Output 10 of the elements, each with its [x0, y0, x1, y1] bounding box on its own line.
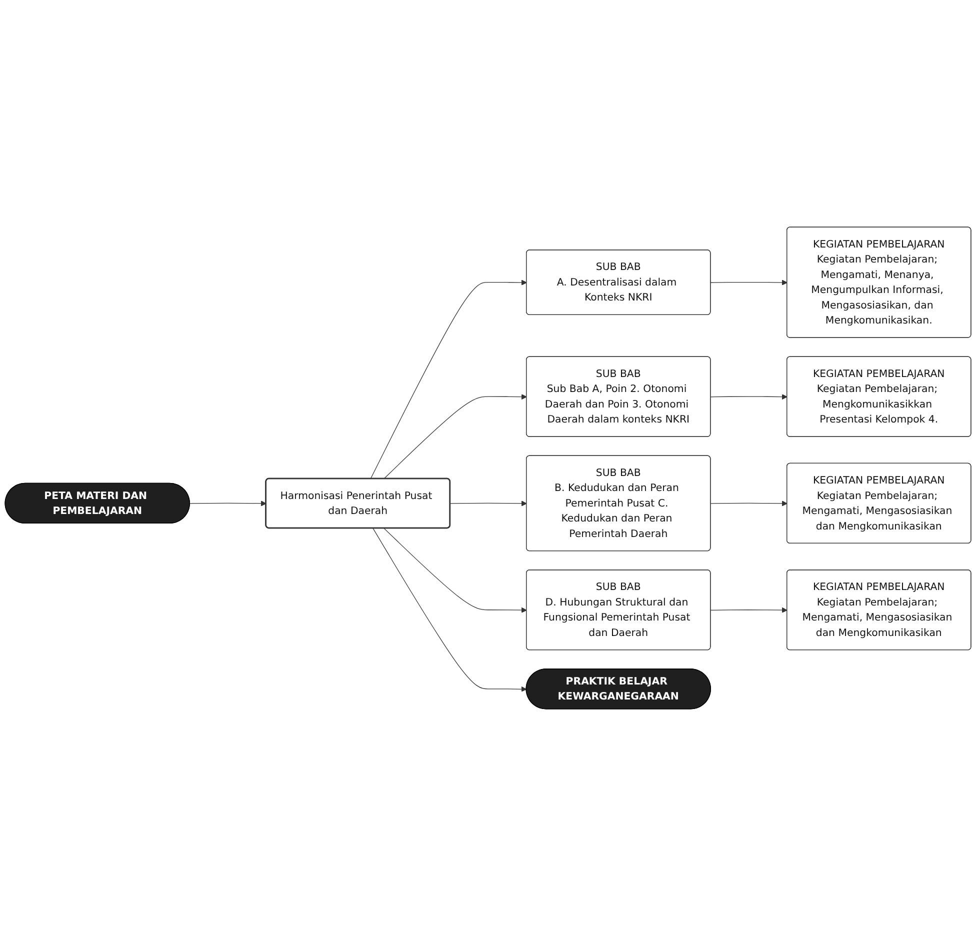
- arrow: [710, 394, 788, 400]
- arrow: [370, 280, 527, 480]
- arrow: [710, 500, 788, 506]
- arrow: [190, 500, 266, 506]
- arrow: [372, 528, 527, 692]
- arrow: [384, 394, 527, 480]
- arrow: [450, 500, 527, 506]
- arrow: [384, 528, 527, 613]
- arrow: [710, 607, 788, 613]
- arrow: [710, 280, 788, 286]
